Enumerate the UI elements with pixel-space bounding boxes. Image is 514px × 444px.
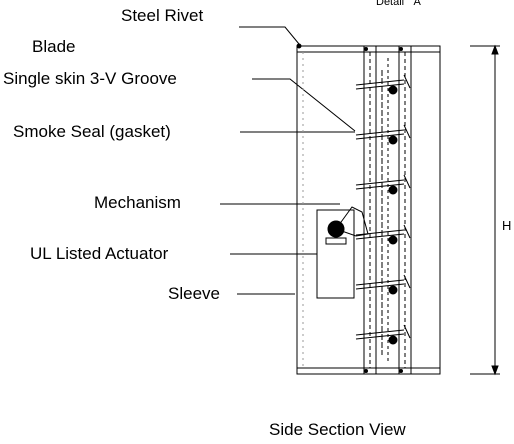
smoke-seal-label: Smoke Seal (gasket) xyxy=(13,122,171,141)
frame-channel-left xyxy=(363,45,377,375)
frame-channel-right xyxy=(398,45,412,375)
sleeve-label: Sleeve xyxy=(168,284,220,303)
blade-5 xyxy=(355,274,411,295)
blade-2 xyxy=(355,124,411,145)
blade-label: Blade xyxy=(32,37,76,56)
steel-rivet-label: Steel Rivet xyxy=(121,6,204,25)
single-skin-label: Single skin 3-V Groove xyxy=(3,69,177,88)
blade-1 xyxy=(355,74,411,95)
detail-label: Detail " A" xyxy=(376,0,425,8)
leader-lines xyxy=(220,26,356,368)
blade-6 xyxy=(355,324,411,345)
actuator-label: UL Listed Actuator xyxy=(30,244,169,263)
view-title: Side Section View xyxy=(269,420,406,439)
blade-3 xyxy=(355,174,411,195)
mechanism-arm xyxy=(335,206,369,237)
height-label: H xyxy=(502,218,512,233)
mechanism-label: Mechanism xyxy=(94,193,181,212)
rivet-top-left xyxy=(296,43,302,49)
